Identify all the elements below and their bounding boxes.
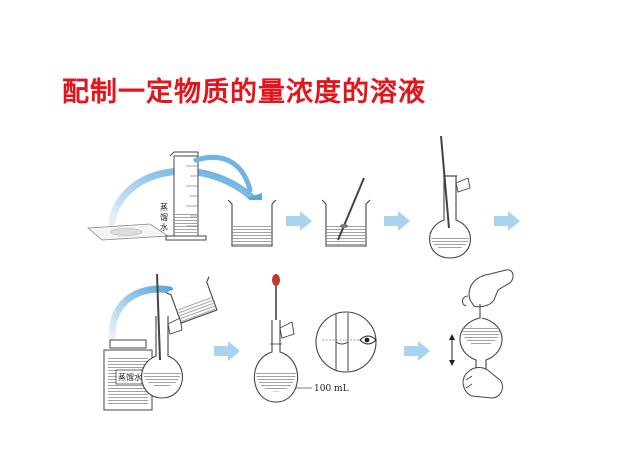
pouring-beaker xyxy=(165,276,218,324)
glass-rod xyxy=(337,177,365,241)
step-shake xyxy=(449,269,514,399)
distilled-water-bottle: 蒸馏水 xyxy=(103,339,153,411)
eye-icon xyxy=(359,335,377,345)
right-arrow-icon xyxy=(286,211,312,231)
page-title: 配制一定物质的量浓度的溶液 xyxy=(62,77,426,108)
meniscus-magnifier xyxy=(315,311,377,373)
weighing-paper xyxy=(86,223,170,241)
lower-hand xyxy=(462,367,503,399)
distilled-water-char-2: 馏 xyxy=(160,212,168,222)
bottle-label: 蒸馏水 xyxy=(118,372,142,382)
right-arrow-icon xyxy=(494,211,520,231)
upper-hand xyxy=(468,269,514,308)
step-transfer-flask xyxy=(429,135,471,259)
distilled-water-char-3: 水 xyxy=(160,222,168,232)
step-stir xyxy=(321,177,371,247)
right-arrow-icon xyxy=(384,211,410,231)
right-arrow-icon xyxy=(214,341,240,361)
right-arrow-icon xyxy=(404,341,430,361)
up-down-arrow-icon xyxy=(449,334,455,366)
transfer-arc-2 xyxy=(193,154,253,193)
transfer-arc-3 xyxy=(108,285,174,340)
glass-rod xyxy=(156,273,161,361)
step-fix-volume: 100 mL xyxy=(253,274,377,403)
distilled-water-char-1: 蒸 xyxy=(160,202,168,212)
glass-rod xyxy=(440,135,450,229)
transfer-arc-1 xyxy=(108,167,259,226)
step-add-water: 蒸馏水 xyxy=(103,273,218,411)
flask-volume-label: 100 mL xyxy=(314,384,349,394)
beaker-1 xyxy=(227,199,277,247)
step-weigh-dissolve: 蒸 馏 水 xyxy=(86,151,277,247)
measuring-cylinder xyxy=(165,151,207,241)
